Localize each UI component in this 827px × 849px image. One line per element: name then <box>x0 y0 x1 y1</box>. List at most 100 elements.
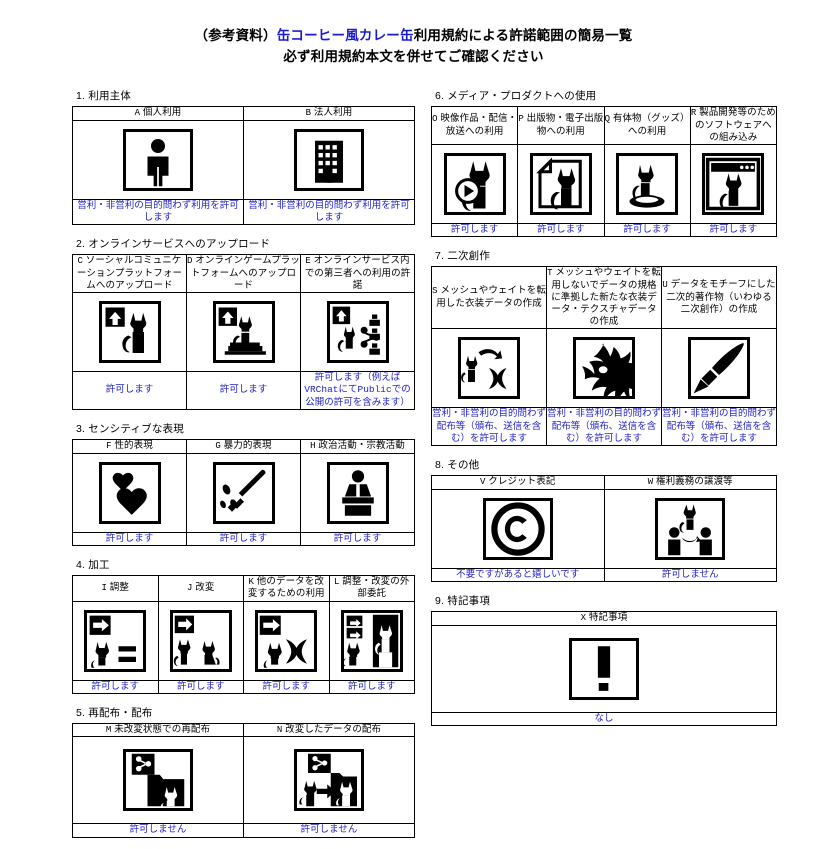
table-icon-row <box>72 452 415 533</box>
table-icon-row <box>72 600 415 681</box>
item-header-w: W 権利義務の譲渡等 <box>603 475 777 490</box>
item-icon-cell-a <box>72 119 244 200</box>
item-code: W <box>647 477 654 488</box>
item-header-u: U データをモチーフにした二次的著作物（いわゆる二次創作）の作成 <box>661 266 777 330</box>
item-note-r: 許可します <box>689 222 778 238</box>
item-code: E <box>305 256 311 267</box>
item-code: K <box>248 576 255 587</box>
upload-monitor-icon <box>212 301 275 364</box>
item-code: A <box>134 108 141 118</box>
item-code: G <box>215 441 221 452</box>
item-note-f: 許可します <box>72 531 187 546</box>
item-note-g: 許可します <box>186 531 301 546</box>
item-code: V <box>480 477 486 488</box>
title-suffix: 利用規約による許諾範囲の簡易一覧 <box>413 28 633 43</box>
item-header-d: D オンラインゲームプラットフォームへのアップロード <box>186 254 301 294</box>
item-header-p: P 出版物・電子出版物への利用 <box>517 106 605 145</box>
item-icon-cell-d <box>186 292 301 373</box>
item-note-d: 許可します <box>186 371 301 411</box>
transfer-rights-icon <box>655 497 726 560</box>
item-header-i: I 調整 <box>72 574 159 602</box>
table-note-row: 不要ですがあると嬉しいです許可しません <box>431 567 777 583</box>
item-note-p: 許可します <box>517 222 605 238</box>
item-code: N <box>276 724 283 735</box>
item-header-t: T メッシュやウェイトを転用しないでデータの規格に準拠した新たな衣装データ・テク… <box>546 266 662 330</box>
item-icon-cell-n <box>243 736 415 825</box>
item-note-l: 許可します <box>328 679 415 694</box>
item-note-m: 許可しません <box>72 823 244 838</box>
item-icon-cell-g <box>186 452 301 533</box>
title-line-1: （参考資料）缶コーヒー風カレー缶利用規約による許諾範囲の簡易一覧 <box>0 26 827 47</box>
copyright-icon <box>482 497 553 560</box>
item-code: T <box>547 268 553 279</box>
table-icon-row <box>72 736 415 825</box>
table-note-row: 許可します許可します許可します（例えばVRChatにてPublicでの公開の許可… <box>72 371 415 411</box>
item-header-k: K 他のデータを改変するための利用 <box>243 574 330 602</box>
item-code: H <box>310 441 316 452</box>
item-code: J <box>187 583 193 593</box>
title-line-2: 必ず利用規約本文を併せてご確認ください <box>283 48 544 64</box>
share-people-icon <box>326 301 389 364</box>
section-heading: 3. センシティブな表現 <box>76 423 184 436</box>
item-header-a: A 個人利用 <box>72 106 244 121</box>
item-note-w: 許可しません <box>603 567 777 583</box>
table-note-row: 営利・非営利の目的問わず配布等（頒布、送信を含む）を許可します営利・非営利の目的… <box>431 407 777 447</box>
video-play-icon <box>443 152 506 215</box>
section-heading: 8. その他 <box>435 459 480 472</box>
item-icon-cell-w <box>603 488 777 569</box>
item-note-u: 営利・非営利の目的問わず配布等（頒布、送信を含む）を許可します <box>661 407 777 447</box>
software-window-icon <box>702 152 765 215</box>
item-header-j: J 改変 <box>157 574 244 602</box>
podium-speaker-icon <box>326 461 389 524</box>
item-note-t: 営利・非営利の目的問わず配布等（頒布、送信を含む）を許可します <box>546 407 662 447</box>
table-note-row: 許可しません許可しません <box>72 823 415 838</box>
item-header-r: R 製品開発等のためのソフトウェアへの組み込み <box>689 106 778 145</box>
item-code: F <box>106 441 112 452</box>
item-header-b: B 法人利用 <box>243 106 415 121</box>
item-icon-cell-s <box>431 328 547 409</box>
item-code: L <box>334 576 340 587</box>
item-code: C <box>77 256 84 267</box>
section-heading: 1. 利用主体 <box>76 90 132 102</box>
item-icon-cell-j <box>157 600 244 681</box>
item-code: P <box>518 114 524 125</box>
item-code: Q <box>604 114 611 125</box>
table-icon-row <box>431 488 777 569</box>
item-icon-cell-k <box>243 600 330 681</box>
item-icon-cell-x <box>431 624 777 713</box>
section-heading: 4. 加工 <box>76 558 110 571</box>
item-note-i: 許可します <box>72 679 159 694</box>
item-icon-cell-f <box>72 452 187 533</box>
new-costume-icon <box>573 337 635 400</box>
item-header-m: M 未改変状態での再配布 <box>72 722 244 738</box>
item-code: B <box>305 108 312 118</box>
item-icon-cell-e <box>300 292 415 373</box>
item-note-q: 許可します <box>603 222 691 238</box>
item-note-a: 営利・非営利の目的問わず利用を許可します <box>72 198 244 226</box>
item-header-g: G 暴力的表現 <box>186 439 301 454</box>
item-header-h: H 政治活動・宗教活動 <box>300 439 415 454</box>
section-heading: 7. 二次創作 <box>435 250 491 263</box>
item-header-f: F 性的表現 <box>72 439 187 454</box>
exclamation-icon <box>569 637 639 700</box>
item-header-q: Q 有体物（グッズ）への利用 <box>603 106 691 145</box>
upload-avatar-icon <box>98 301 161 364</box>
table-icon-row <box>72 119 415 200</box>
table-note-row: 許可します許可します許可します <box>72 531 415 546</box>
publication-icon <box>529 152 592 215</box>
item-icon-cell-v <box>431 488 605 569</box>
adjust-equals-icon <box>84 609 147 672</box>
item-header-e: E オンラインサービス内での第三者への利用の許諾 <box>300 254 415 294</box>
